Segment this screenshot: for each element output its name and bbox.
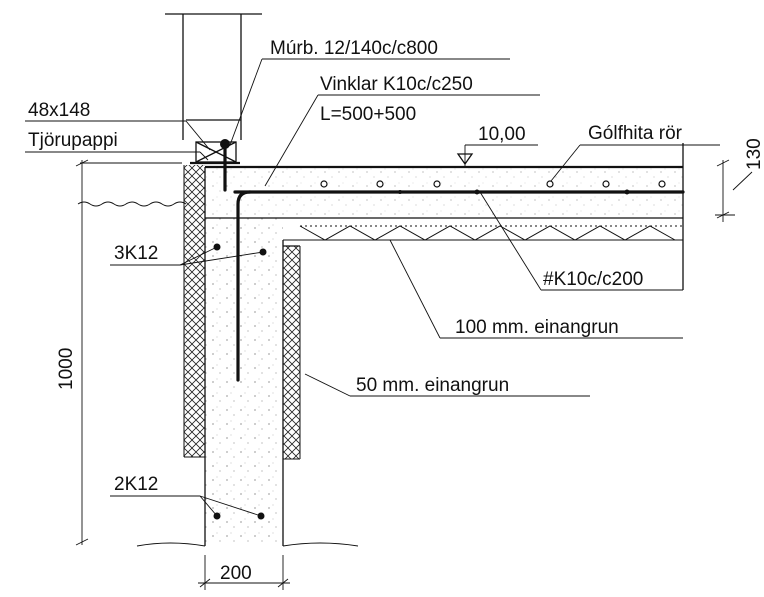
timber-sill bbox=[190, 141, 240, 165]
dimension-height: 1000 bbox=[56, 159, 182, 546]
label-mesh: #K10c/c200 bbox=[543, 269, 643, 290]
label-ins-50: 50 mm. einangrun bbox=[356, 375, 509, 396]
label-tar-paper: Tjörupappi bbox=[28, 130, 118, 151]
foundation-wall bbox=[204, 218, 284, 546]
ground-line bbox=[77, 201, 359, 547]
dimension-200-label: 200 bbox=[220, 563, 252, 584]
dimension-slab: 130 bbox=[715, 138, 764, 222]
dimension-width: 200 bbox=[198, 555, 290, 590]
label-rebar-bottom: 2K12 bbox=[114, 474, 158, 495]
label-murb: Múrb. 12/140c/c800 bbox=[270, 38, 438, 59]
level-label: 10,00 bbox=[478, 124, 526, 145]
floor-heating-pipes bbox=[320, 180, 666, 195]
level-marker: 10,00 bbox=[456, 124, 538, 166]
dimension-1000-label: 1000 bbox=[56, 348, 77, 390]
floor-slab bbox=[204, 143, 685, 382]
inner-insulation bbox=[283, 246, 301, 460]
upper-wall bbox=[165, 13, 262, 140]
outer-insulation bbox=[183, 165, 205, 458]
leader-lines bbox=[25, 58, 720, 517]
label-rebar-top: 3K12 bbox=[114, 243, 158, 264]
label-vinklar-line1: Vinklar K10c/c250 bbox=[320, 74, 473, 95]
underslab-insulation bbox=[283, 225, 683, 247]
label-vinklar-line2: L=500+500 bbox=[320, 104, 416, 125]
label-timber: 48x148 bbox=[28, 100, 90, 121]
label-ins-100: 100 mm. einangrun bbox=[455, 317, 619, 338]
label-floor-heat: Gólfhita rör bbox=[588, 123, 683, 144]
dimension-130-label: 130 bbox=[744, 138, 764, 170]
